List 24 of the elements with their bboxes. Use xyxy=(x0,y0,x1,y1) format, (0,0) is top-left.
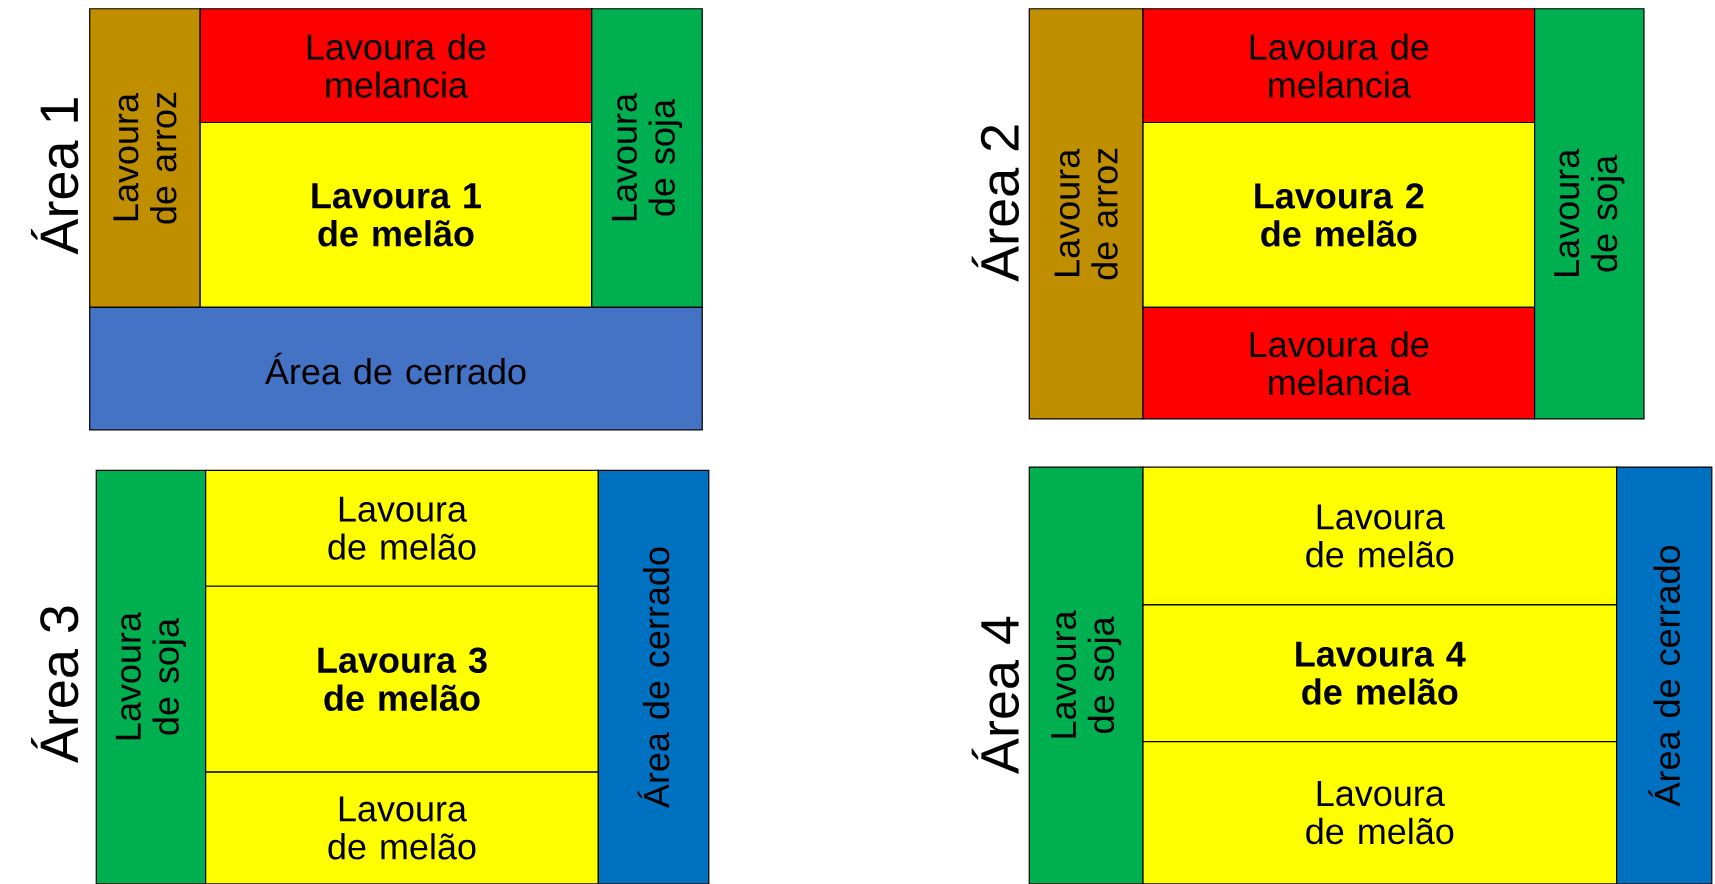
field-plot: Lavoura de arroz xyxy=(89,8,201,308)
field-plot: Lavoura 1 de melão xyxy=(199,121,593,308)
field-plot: Lavoura de melão xyxy=(205,771,599,884)
field-plot: Lavoura 4 de melão xyxy=(1142,604,1618,743)
area-label: Área 2 xyxy=(971,125,1020,282)
area-label: Área 1 xyxy=(31,98,79,255)
field-plot: Lavoura 2 de melão xyxy=(1142,121,1536,308)
field-plot: Área de cerrado xyxy=(89,306,703,431)
field-plot: Área de cerrado xyxy=(1616,466,1713,884)
field-plot: Lavoura 3 de melão xyxy=(205,585,599,773)
field-plot: Lavoura de soja xyxy=(95,469,207,884)
field-plot: Lavoura de melão xyxy=(1142,466,1618,606)
field-plot: Lavoura de soja xyxy=(1534,8,1645,420)
area-label: Área 3 xyxy=(31,606,79,764)
field-plot: Lavoura de melancia xyxy=(1142,8,1536,124)
field-plot: Lavoura de soja xyxy=(1028,466,1144,884)
field-plot: Lavoura de melão xyxy=(205,469,599,587)
field-plot: Lavoura de melancia xyxy=(199,8,593,124)
field-plot: Lavoura de melancia xyxy=(1142,306,1536,420)
field-plot: Lavoura de arroz xyxy=(1028,8,1144,420)
area-label: Área 4 xyxy=(971,616,1020,774)
field-plot: Lavoura de soja xyxy=(591,8,703,308)
field-plot: Área de cerrado xyxy=(597,469,710,884)
field-plot: Lavoura de melão xyxy=(1142,741,1618,884)
